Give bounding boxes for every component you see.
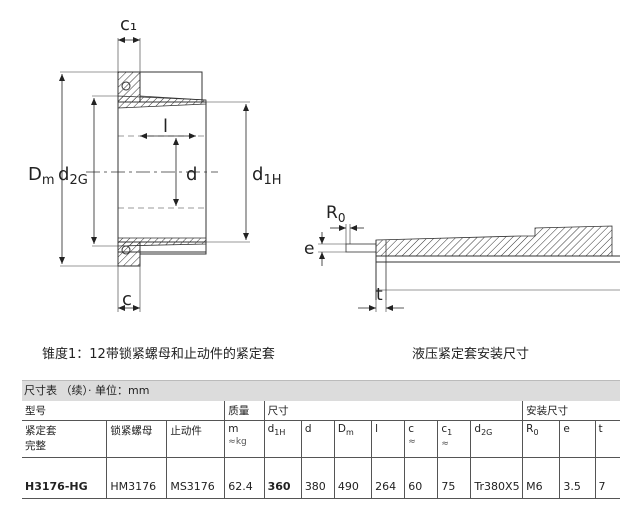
cell-lockwasher: MS3176 xyxy=(166,474,225,499)
left-diagram-caption: 锥度1：12带锁紧螺母和止动件的紧定套 xyxy=(42,347,275,362)
col-e: e xyxy=(559,420,596,458)
col-Dm: Dm xyxy=(333,420,372,458)
col-sleeve: 紧定套 完整 xyxy=(22,420,107,458)
label-d2G: d2G xyxy=(58,164,88,188)
label-R0: R0 xyxy=(326,203,345,225)
col-d1H: d1H xyxy=(263,420,302,458)
cell-c: 60 xyxy=(404,474,438,499)
label-l: l xyxy=(163,116,168,137)
header-mounting: 安装尺寸 xyxy=(522,401,620,421)
col-mass: m ≈kg xyxy=(224,420,265,458)
cell-locknut: HM3176 xyxy=(106,474,167,499)
label-c: c xyxy=(122,289,132,310)
thread-detail xyxy=(121,81,131,255)
sleeve-wall-top xyxy=(117,95,207,109)
col-lockwasher: 止动件 xyxy=(166,420,225,458)
cell-mass: 62.4 xyxy=(224,474,265,499)
cell-c1: 75 xyxy=(437,474,471,499)
col-locknut: 锁紧螺母 xyxy=(106,420,167,458)
right-diagram-caption: 液压紧定套安装尺寸 xyxy=(412,347,530,362)
cell-t: 7 xyxy=(594,474,620,499)
sleeve-wall-bottom xyxy=(117,237,207,247)
hydraulic-mounting-drawing: R0 e t xyxy=(304,203,620,312)
col-l: l xyxy=(371,420,405,458)
header-model: 型号 xyxy=(22,401,225,421)
label-c1: c₁ xyxy=(120,14,137,35)
label-t: t xyxy=(376,285,383,305)
cell-l: 264 xyxy=(371,474,405,499)
col-t: t xyxy=(594,420,620,458)
cell-d1H: 360 xyxy=(263,474,302,499)
sleeve-assembly-drawing: c₁ l d c Dm d2G d1H xyxy=(28,14,281,312)
label-d: d xyxy=(186,164,197,185)
cell-Dm: 490 xyxy=(333,474,372,499)
col-c: c ≈ xyxy=(404,420,438,458)
cell-e: 3.5 xyxy=(559,474,596,499)
cell-d2G: Tr380X5 xyxy=(470,474,523,499)
technical-drawing: c₁ l d c Dm d2G d1H xyxy=(28,14,620,312)
label-d1H: d1H xyxy=(252,164,281,188)
cell-d: 380 xyxy=(300,474,335,499)
label-Dm: Dm xyxy=(28,164,55,188)
col-d: d xyxy=(300,420,335,458)
table-row: H3176-HG HM3176 MS3176 62.4 360 380 490 … xyxy=(22,474,620,499)
col-c1: c1 ≈ xyxy=(437,420,471,458)
col-d2G: d2G xyxy=(470,420,523,458)
col-R0: R0 xyxy=(522,420,560,458)
header-mass: 质量 xyxy=(224,401,265,421)
cell-R0: M6 xyxy=(522,474,560,499)
label-e: e xyxy=(304,239,314,259)
dimension-table: 尺寸表 （续）· 单位：mm 型号 质量 尺寸 安装尺寸 紧定套 完整 锁紧螺母… xyxy=(22,380,620,499)
sleeve-section xyxy=(375,225,613,257)
cell-sleeve: H3176-HG xyxy=(22,474,107,499)
header-dimensions: 尺寸 xyxy=(263,401,523,421)
table-title: 尺寸表 （续）· 单位：mm xyxy=(22,380,620,401)
